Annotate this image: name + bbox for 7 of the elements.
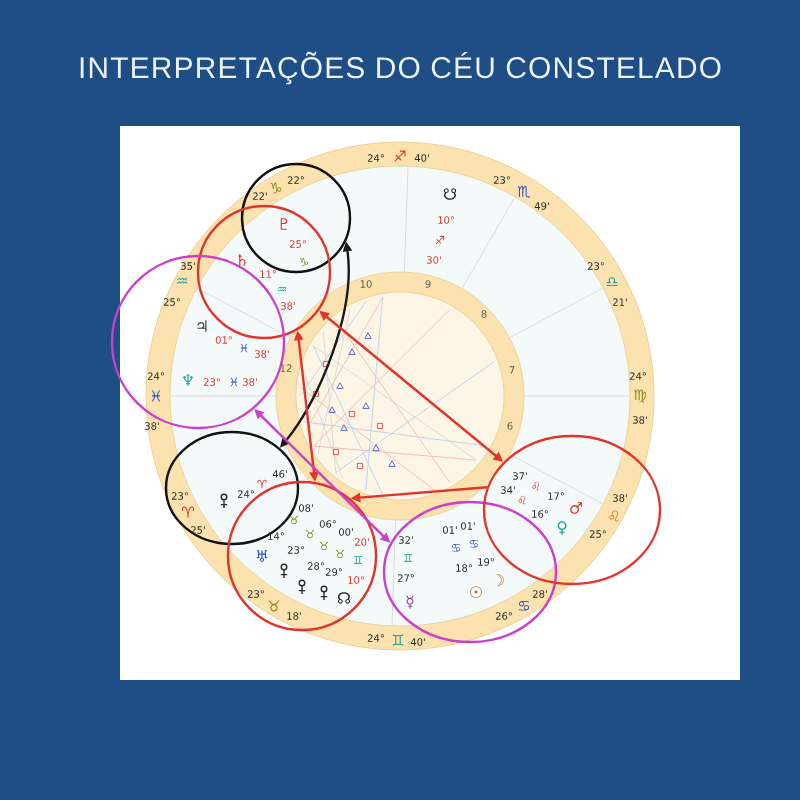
highlight-circle — [382, 500, 558, 644]
highlight-circle — [196, 204, 332, 340]
highlight-circle — [240, 162, 352, 274]
highlight-circle — [226, 480, 378, 632]
highlight-circle — [164, 430, 300, 546]
title: INTERPRETAÇÕES DO CÉU CONSTELADO — [80, 51, 721, 85]
highlight-circle — [482, 434, 662, 586]
